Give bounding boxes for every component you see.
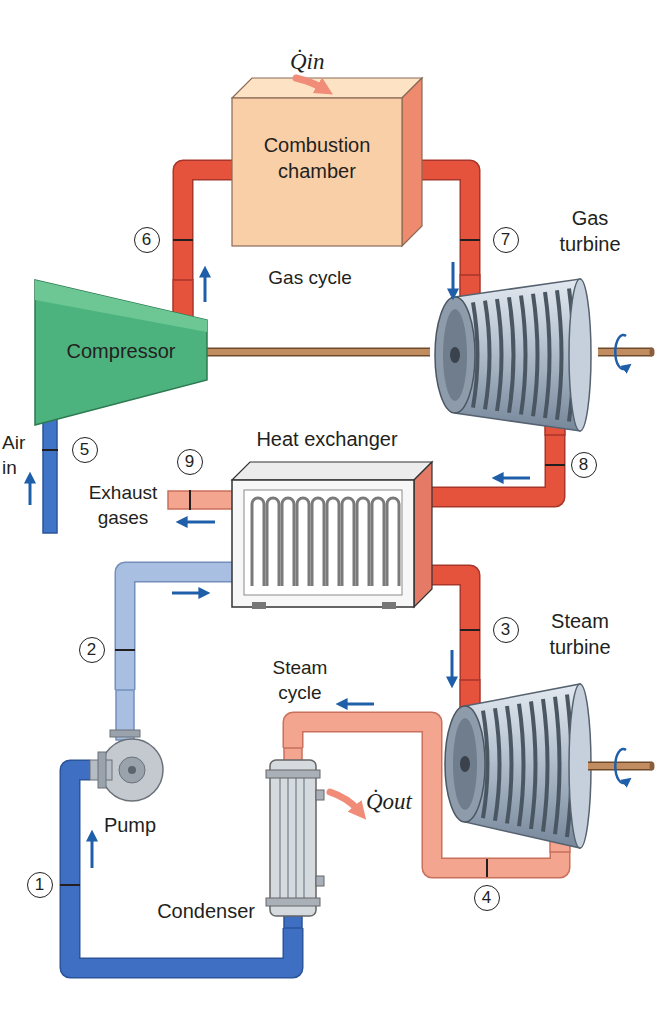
combustion-chamber: Combustion chamber (232, 78, 422, 246)
pump: Pump (90, 690, 170, 810)
gas-turbine: Gas turbine (430, 275, 600, 435)
shaft (207, 352, 430, 353)
text-label: Steam cycle (255, 655, 345, 705)
water-pipe (70, 770, 293, 968)
node-label: Gas turbine (545, 205, 635, 257)
text-label: Exhaust gases (78, 480, 168, 530)
heat-rate-label: Q̇out (366, 788, 436, 816)
callout-number: 7 (493, 227, 519, 253)
callout-number: 9 (177, 449, 203, 475)
rotation-arrow (615, 335, 626, 783)
gas-pipe (183, 170, 232, 280)
gas-pipe (422, 170, 470, 275)
node-label: Combustion chamber (252, 132, 382, 184)
steam-turbine: Steam turbine (440, 680, 605, 852)
node-label: Heat exchanger (227, 426, 427, 452)
callout-number: 4 (474, 885, 500, 911)
condenser: Condenser (262, 748, 324, 928)
heat-rate-label: Q̇in (290, 48, 350, 76)
state-tick (42, 240, 565, 885)
callout-number: 6 (134, 227, 160, 253)
text-label: Air in (2, 430, 38, 480)
node-label: Steam turbine (535, 608, 625, 660)
node-label: Condenser (150, 898, 255, 924)
callout-number: 5 (72, 437, 98, 463)
callout-number: 3 (493, 617, 519, 643)
callout-number: 1 (27, 872, 53, 898)
text-label: Gas cycle (250, 265, 370, 290)
node-label: Pump (90, 812, 170, 838)
condenser-shape (262, 748, 324, 928)
pump-shape (90, 690, 170, 810)
air-inlet-pipe (43, 415, 57, 533)
flow-arrow (30, 262, 530, 868)
callout-number: 2 (79, 637, 105, 663)
exhaust-pipe (168, 491, 238, 509)
water-pipe (125, 572, 232, 690)
shaft-extension (588, 348, 655, 771)
gas-pipe (432, 435, 555, 497)
heat-exchanger-shape (232, 462, 432, 607)
gas-turbine-shape (430, 275, 600, 435)
callout-number: 8 (571, 452, 597, 478)
node-label: Compressor (35, 338, 207, 364)
heat-exchanger: Heat exchanger (232, 462, 432, 607)
steam-turbine-shape (440, 680, 605, 852)
steam-pipe (432, 575, 470, 680)
compressor: Compressor (35, 280, 207, 425)
